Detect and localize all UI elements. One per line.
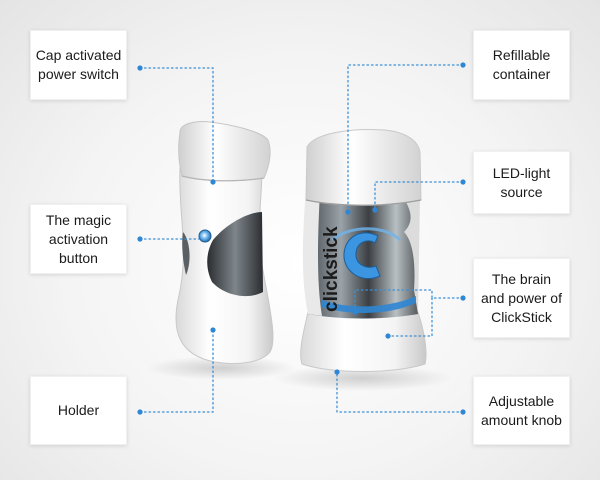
leader-refillable — [347, 64, 464, 213]
leader-lines — [139, 64, 464, 413]
label-line: The brain — [491, 270, 552, 287]
dot-knob-end — [334, 369, 340, 375]
dot-cap-switch-start — [137, 65, 143, 71]
dot-cap-switch-end — [210, 179, 216, 185]
label-adjustable-amount-knob: Adjustable amount knob — [473, 376, 570, 445]
label-magic-activation-button: The magic activation button — [30, 204, 127, 274]
dot-holder-start — [137, 409, 143, 415]
dot-brain-base-end — [385, 333, 391, 339]
label-cap-activated-power-switch: Cap activated power switch — [30, 30, 127, 100]
label-line: LED-light — [492, 164, 551, 181]
label-line: and power of — [481, 289, 562, 306]
clickstick-top-cap — [305, 129, 422, 206]
clickstick-brand-text: clickstick — [321, 226, 342, 312]
dot-led-start — [460, 179, 466, 185]
clickstick-cap-seam — [305, 199, 422, 206]
clickstick-container — [308, 198, 418, 319]
dot-led-end — [372, 207, 378, 213]
label-line: button — [59, 249, 98, 266]
label-line: container — [492, 66, 551, 82]
clickstick-shell-left — [302, 188, 322, 316]
clickstick-blue-ring — [322, 296, 416, 313]
leader-knob — [336, 371, 464, 413]
label-line: Refillable — [492, 47, 551, 63]
floor-shadow-right — [272, 365, 452, 391]
clickstick-logo-icon — [343, 232, 381, 279]
dot-brain-end — [352, 309, 358, 315]
label-holder: Holder — [30, 376, 127, 445]
label-refillable-container: Refillable container — [473, 30, 570, 100]
clickstick-device: clickstick — [300, 129, 427, 372]
label-line: power switch — [38, 66, 119, 82]
holder-side-window — [182, 232, 190, 275]
label-brain-and-power: The brain and power of ClickStick — [473, 258, 570, 338]
label-line: activation — [48, 230, 109, 247]
floor-shadow-left — [147, 356, 297, 380]
dot-refill-end — [345, 209, 351, 215]
label-line: ClickStick — [491, 308, 552, 325]
holder-device — [175, 121, 274, 365]
dot-brain-start — [460, 295, 466, 301]
holder-window — [207, 212, 263, 297]
holder-cap-seam — [181, 175, 265, 182]
leader-brain-base — [387, 297, 433, 337]
label-line: amount knob — [481, 411, 562, 428]
leader-holder — [139, 329, 214, 413]
dot-holder-end — [210, 327, 216, 333]
clickstick-base — [300, 311, 427, 372]
label-line: source — [500, 183, 543, 200]
clickstick-shell-right — [402, 196, 420, 314]
label-line: Cap activated — [35, 47, 122, 63]
anchor-dots — [137, 62, 466, 415]
holder-cap — [178, 121, 271, 182]
label-line: The magic — [45, 211, 112, 228]
dot-refill-start — [460, 62, 466, 68]
leader-cap-switch — [139, 67, 214, 183]
dot-knob-start — [460, 409, 466, 415]
clickstick-logo-swirl — [331, 227, 402, 242]
label-led-light-source: LED-light source — [473, 151, 570, 214]
label-line: Holder — [57, 402, 100, 418]
magic-activation-button-icon — [198, 229, 212, 243]
leader-brain — [354, 289, 464, 313]
label-line: Adjustable — [488, 392, 555, 409]
dot-magic-start — [137, 236, 143, 242]
